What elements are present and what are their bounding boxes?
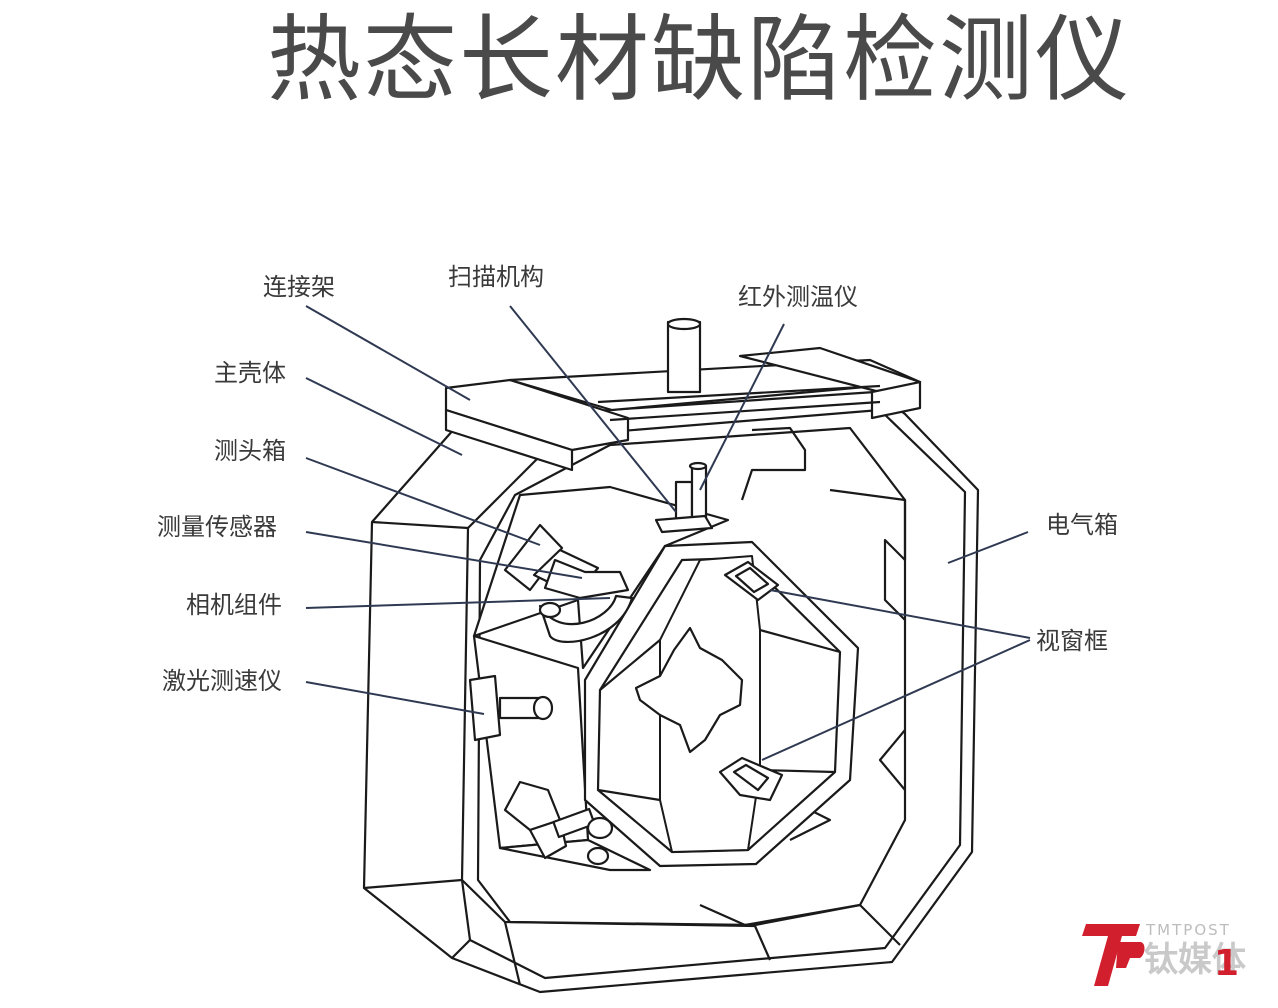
viewing-window-frame-lower [718,756,784,802]
logo-text-en: TMTPOST [1146,921,1231,939]
scanning-mechanism [654,461,714,534]
label-viewing-window-frame: 视窗框 [1036,627,1108,655]
tmtpost-logo-icon [1082,924,1145,986]
label-camera-assembly: 相机组件 [186,591,282,619]
logo-text-cn: 钛媒体 [1144,940,1246,980]
label-main-housing: 主壳体 [214,359,286,387]
leader-lines [305,305,1031,761]
connecting-frame [444,317,922,472]
label-probe-box: 测头箱 [214,437,286,465]
page-number: 1 [1214,943,1240,984]
lower-sensor [503,780,614,866]
label-connecting-frame: 连接架 [263,273,335,301]
label-electrical-box: 电气箱 [1046,511,1118,539]
label-infrared-thermometer: 红外测温仪 [738,283,858,311]
page-title: 热态长材缺陷检测仪 [266,6,1131,115]
camera-assembly [538,594,634,643]
measuring-sensor [503,523,630,600]
label-laser-velocimeter: 激光测速仪 [162,667,282,695]
laser-velocimeter [468,674,554,742]
viewing-window-frame-upper [723,560,780,602]
label-measuring-sensor: 测量传感器 [157,513,277,541]
label-scanning-mechanism: 扫描机构 [448,263,544,291]
